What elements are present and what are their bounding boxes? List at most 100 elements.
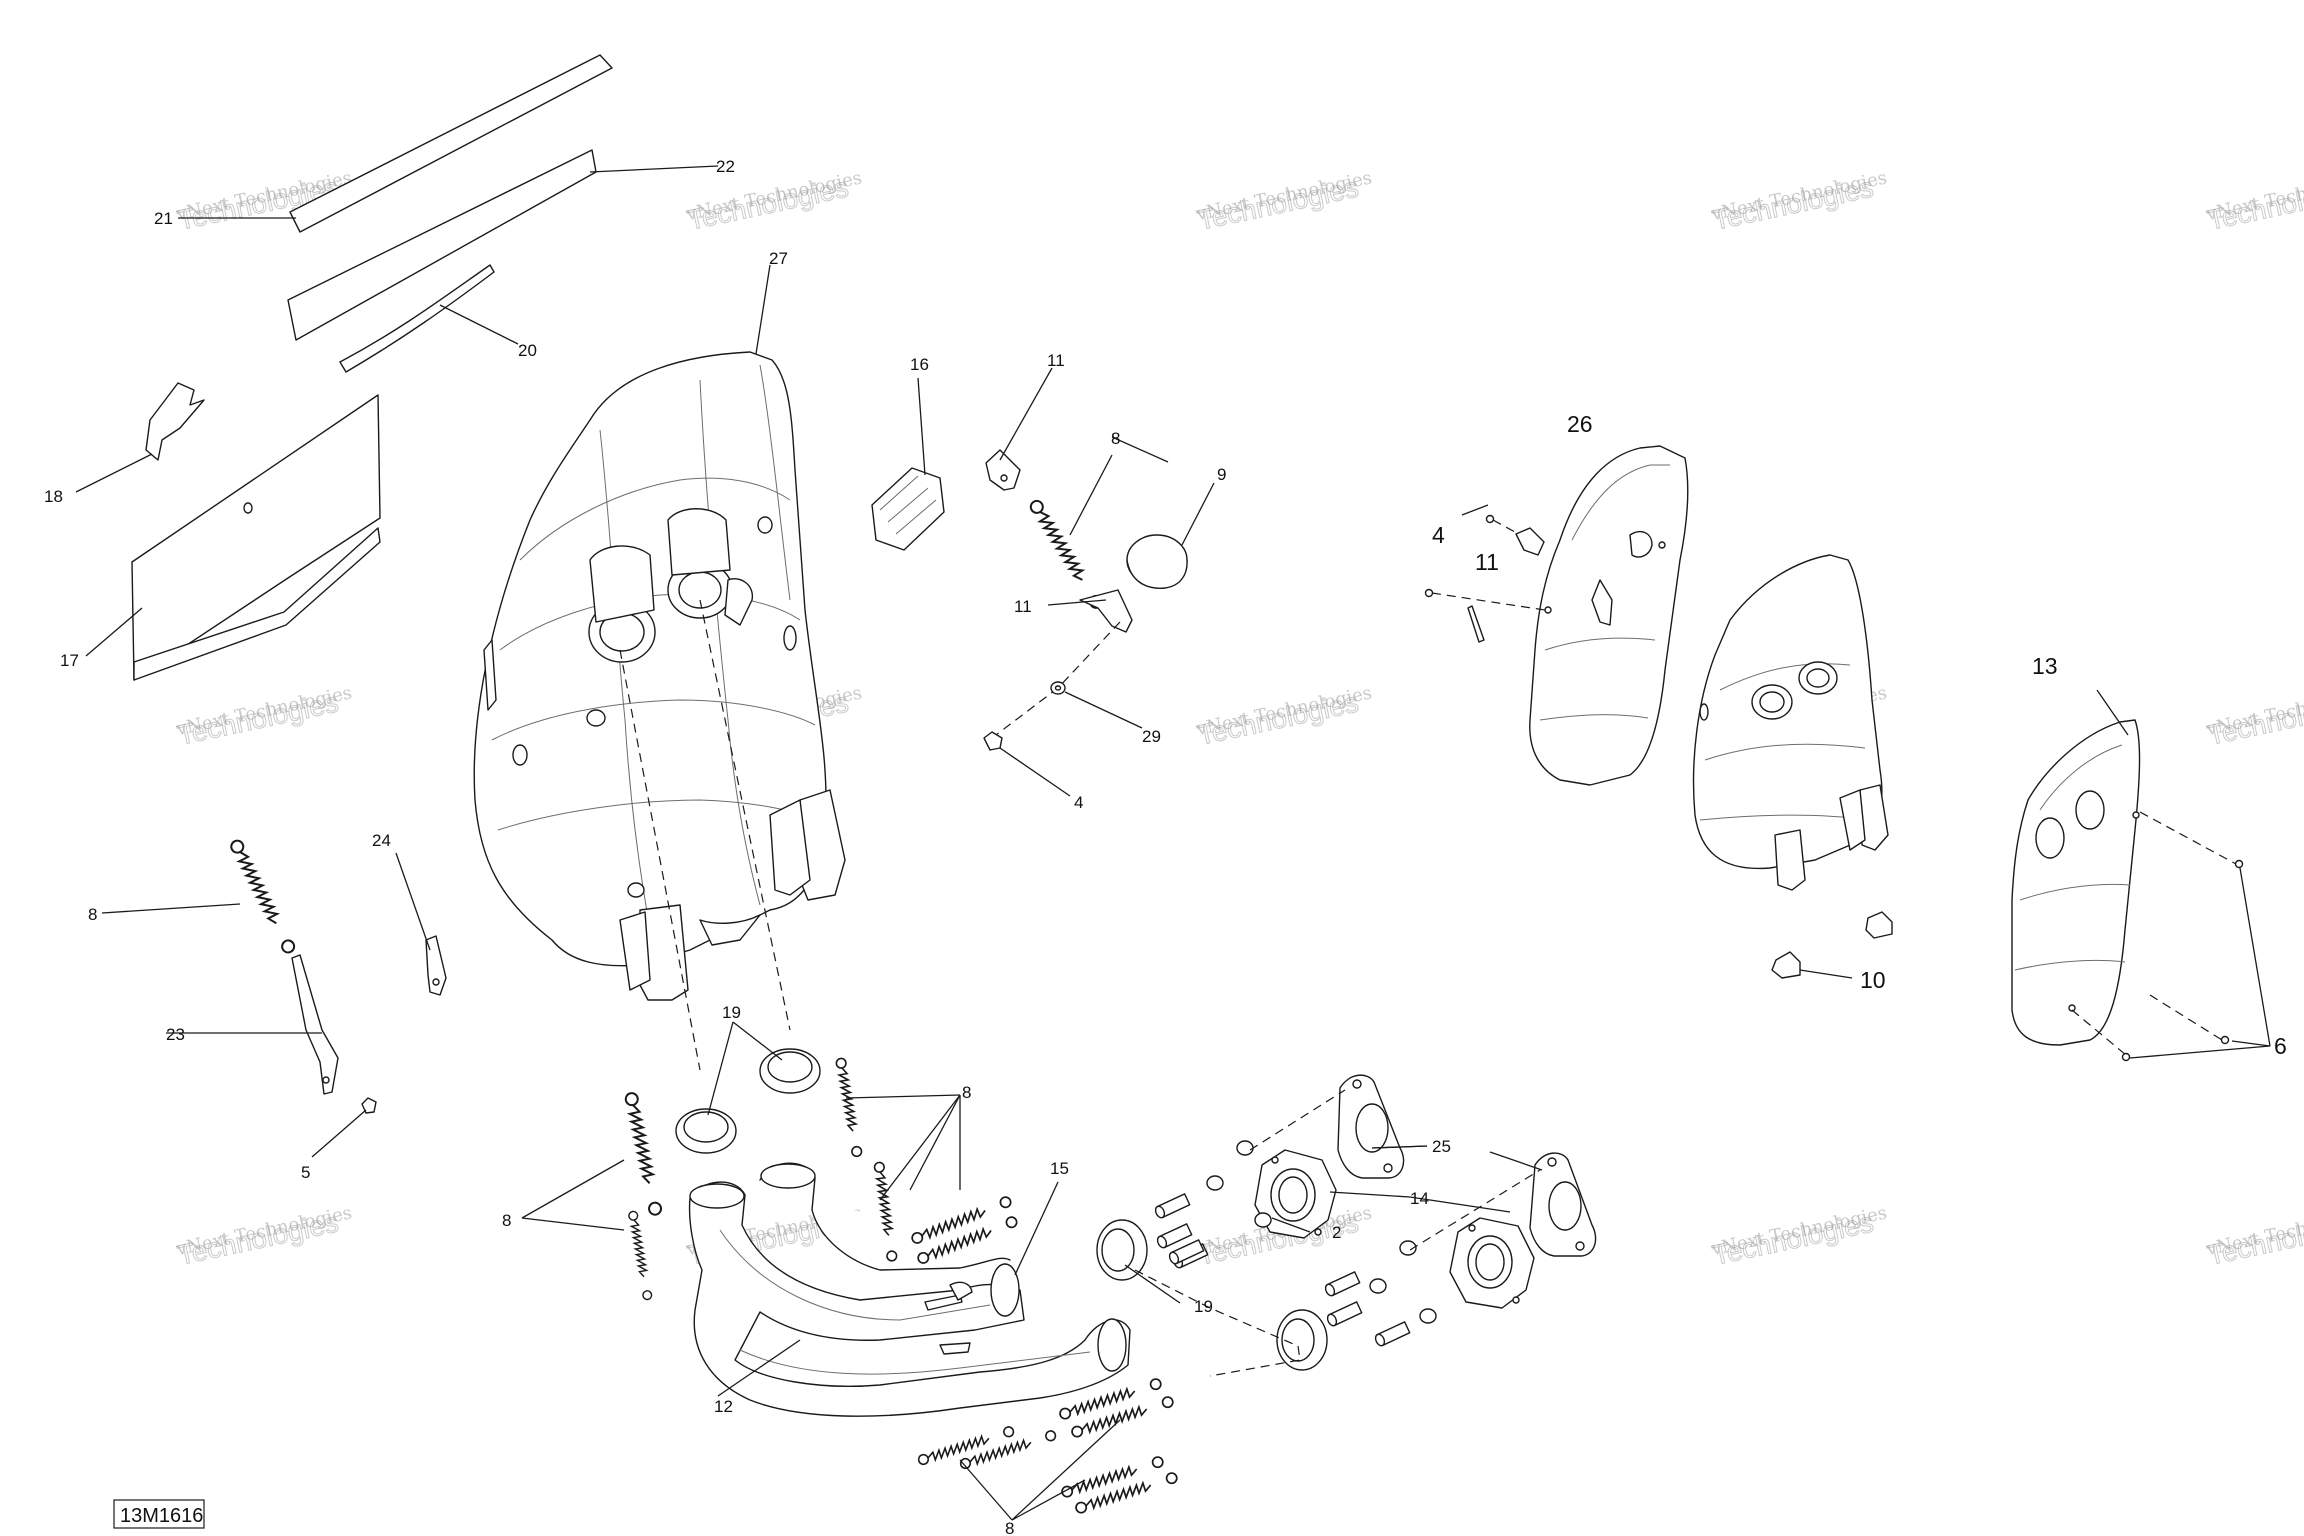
callout-19: 19 <box>722 1003 741 1022</box>
figure-code: 13M1616 <box>120 1505 203 1527</box>
spring-8-j <box>1071 1396 1174 1438</box>
assembly-line <box>991 621 1121 739</box>
spring-8-l <box>1075 1472 1178 1514</box>
washer-29 <box>1050 681 1066 695</box>
callout-17: 17 <box>60 651 79 670</box>
bracket-18 <box>145 382 205 461</box>
callout-13: 13 <box>2032 653 2058 679</box>
watermark: Technologies vNext Technologies <box>1709 167 1889 236</box>
callout-29: 29 <box>1142 727 1161 746</box>
spring-8-b <box>628 1210 653 1301</box>
assembly-line <box>2139 811 2237 865</box>
cap-9 <box>1126 534 1188 589</box>
seal-19-a <box>675 1108 737 1154</box>
bracket-11-right <box>1515 527 1545 556</box>
figure-code-box: 13M1616 <box>113 1499 205 1529</box>
callout-23: 23 <box>166 1025 185 1044</box>
callout-8: 8 <box>962 1083 971 1102</box>
spring-8-left <box>230 839 296 954</box>
header-pipe-12 <box>688 1162 1131 1417</box>
callout-6: 6 <box>2274 1033 2287 1059</box>
watermark: Technologies vNext Technologies <box>684 167 864 236</box>
spring-8-i <box>1059 1378 1162 1420</box>
callout-11: 11 <box>1014 597 1032 616</box>
spring-8-d <box>873 1161 898 1262</box>
callout-25: 25 <box>1432 1137 1451 1156</box>
callout-11: 11 <box>1475 549 1499 575</box>
watermark: Technologies vNext Technologies <box>1709 1202 1889 1271</box>
bracket-11-upper <box>985 449 1021 491</box>
callout-9: 9 <box>1217 465 1226 484</box>
callout-12: 12 <box>714 1397 733 1416</box>
seal-19-b <box>759 1048 821 1094</box>
callout-24: 24 <box>372 831 391 850</box>
bracket-11-lower <box>1079 589 1133 633</box>
callout-15: 15 <box>1050 1159 1069 1178</box>
callout-21: 21 <box>154 209 173 228</box>
bolt <box>1324 1271 1361 1297</box>
spring-8-h <box>959 1430 1057 1470</box>
seal-19-d <box>1276 1309 1328 1371</box>
callout-4: 4 <box>1432 522 1445 548</box>
callout-10: 10 <box>1860 967 1886 993</box>
insulation-strip-20 <box>339 264 495 373</box>
spring-8-k <box>1061 1456 1164 1498</box>
bracket-24 <box>425 935 447 996</box>
pin-right <box>1467 605 1485 643</box>
spring-8-f <box>917 1216 1018 1264</box>
spring-8-g <box>917 1426 1015 1466</box>
nut-4-right <box>1424 514 1495 598</box>
callout-18: 18 <box>44 487 63 506</box>
callout-16: 16 <box>910 355 929 374</box>
watermark: Technologies vNext Technologies <box>2204 1202 2304 1271</box>
watermark: Technologies vNext Technologies <box>174 682 354 751</box>
assembly-line <box>1431 592 1546 611</box>
heat-shield-strip-22 <box>289 54 613 233</box>
callout-8: 8 <box>1111 429 1120 448</box>
gasket-25-lower <box>1529 1152 1597 1257</box>
nut-6 <box>2121 859 2244 1062</box>
heat-shield-26 <box>1529 445 1689 786</box>
assembly-line <box>699 599 791 1031</box>
spring-8-e <box>911 1196 1012 1244</box>
flange-14-lower <box>1449 1217 1535 1309</box>
spring-8-upper <box>1029 499 1104 609</box>
nut-2 <box>1206 1140 1437 1324</box>
callout-5: 5 <box>301 1163 310 1182</box>
callout-4: 4 <box>1074 793 1083 812</box>
bolt <box>1326 1301 1363 1327</box>
flange-14-upper <box>1254 1149 1337 1239</box>
assembly-line <box>2071 1009 2127 1056</box>
seal-19-c <box>1096 1219 1148 1281</box>
callout-19: 19 <box>1194 1297 1213 1316</box>
bolt <box>1156 1223 1193 1249</box>
assembly-line <box>1134 1269 1301 1377</box>
muffler-secondary-view <box>1692 554 1889 891</box>
callout-2: 2 <box>1332 1223 1341 1242</box>
muffler-assembly <box>473 351 846 1001</box>
assembly-line <box>1249 1089 1346 1151</box>
watermark: Technologies vNext Technologies <box>1194 682 1374 751</box>
heat-shield-13 <box>2011 719 2141 1046</box>
watermark: Technologies vNext Technologies <box>1194 167 1374 236</box>
callout-8: 8 <box>88 905 97 924</box>
callout-22: 22 <box>716 157 735 176</box>
callout-8: 8 <box>1005 1519 1014 1536</box>
clamp-16 <box>871 467 945 551</box>
assembly-line <box>1492 519 1516 533</box>
assembly-line <box>1409 1169 1541 1251</box>
watermark: Technologies vNext Technologies <box>2204 167 2304 236</box>
spring-8-a <box>624 1092 663 1216</box>
nut-4-center <box>983 731 1003 751</box>
callout-8: 8 <box>502 1211 511 1230</box>
bolt <box>1168 1239 1205 1265</box>
gasket-25-upper <box>1337 1074 1405 1179</box>
spring-8-c <box>835 1057 863 1158</box>
bolt <box>1374 1321 1411 1347</box>
callout-14: 14 <box>1410 1189 1429 1208</box>
nut-5 <box>361 1097 377 1114</box>
watermark: Technologies vNext Technologies <box>2204 682 2304 751</box>
bracket-23 <box>291 954 339 1095</box>
callout-26: 26 <box>1567 411 1593 437</box>
